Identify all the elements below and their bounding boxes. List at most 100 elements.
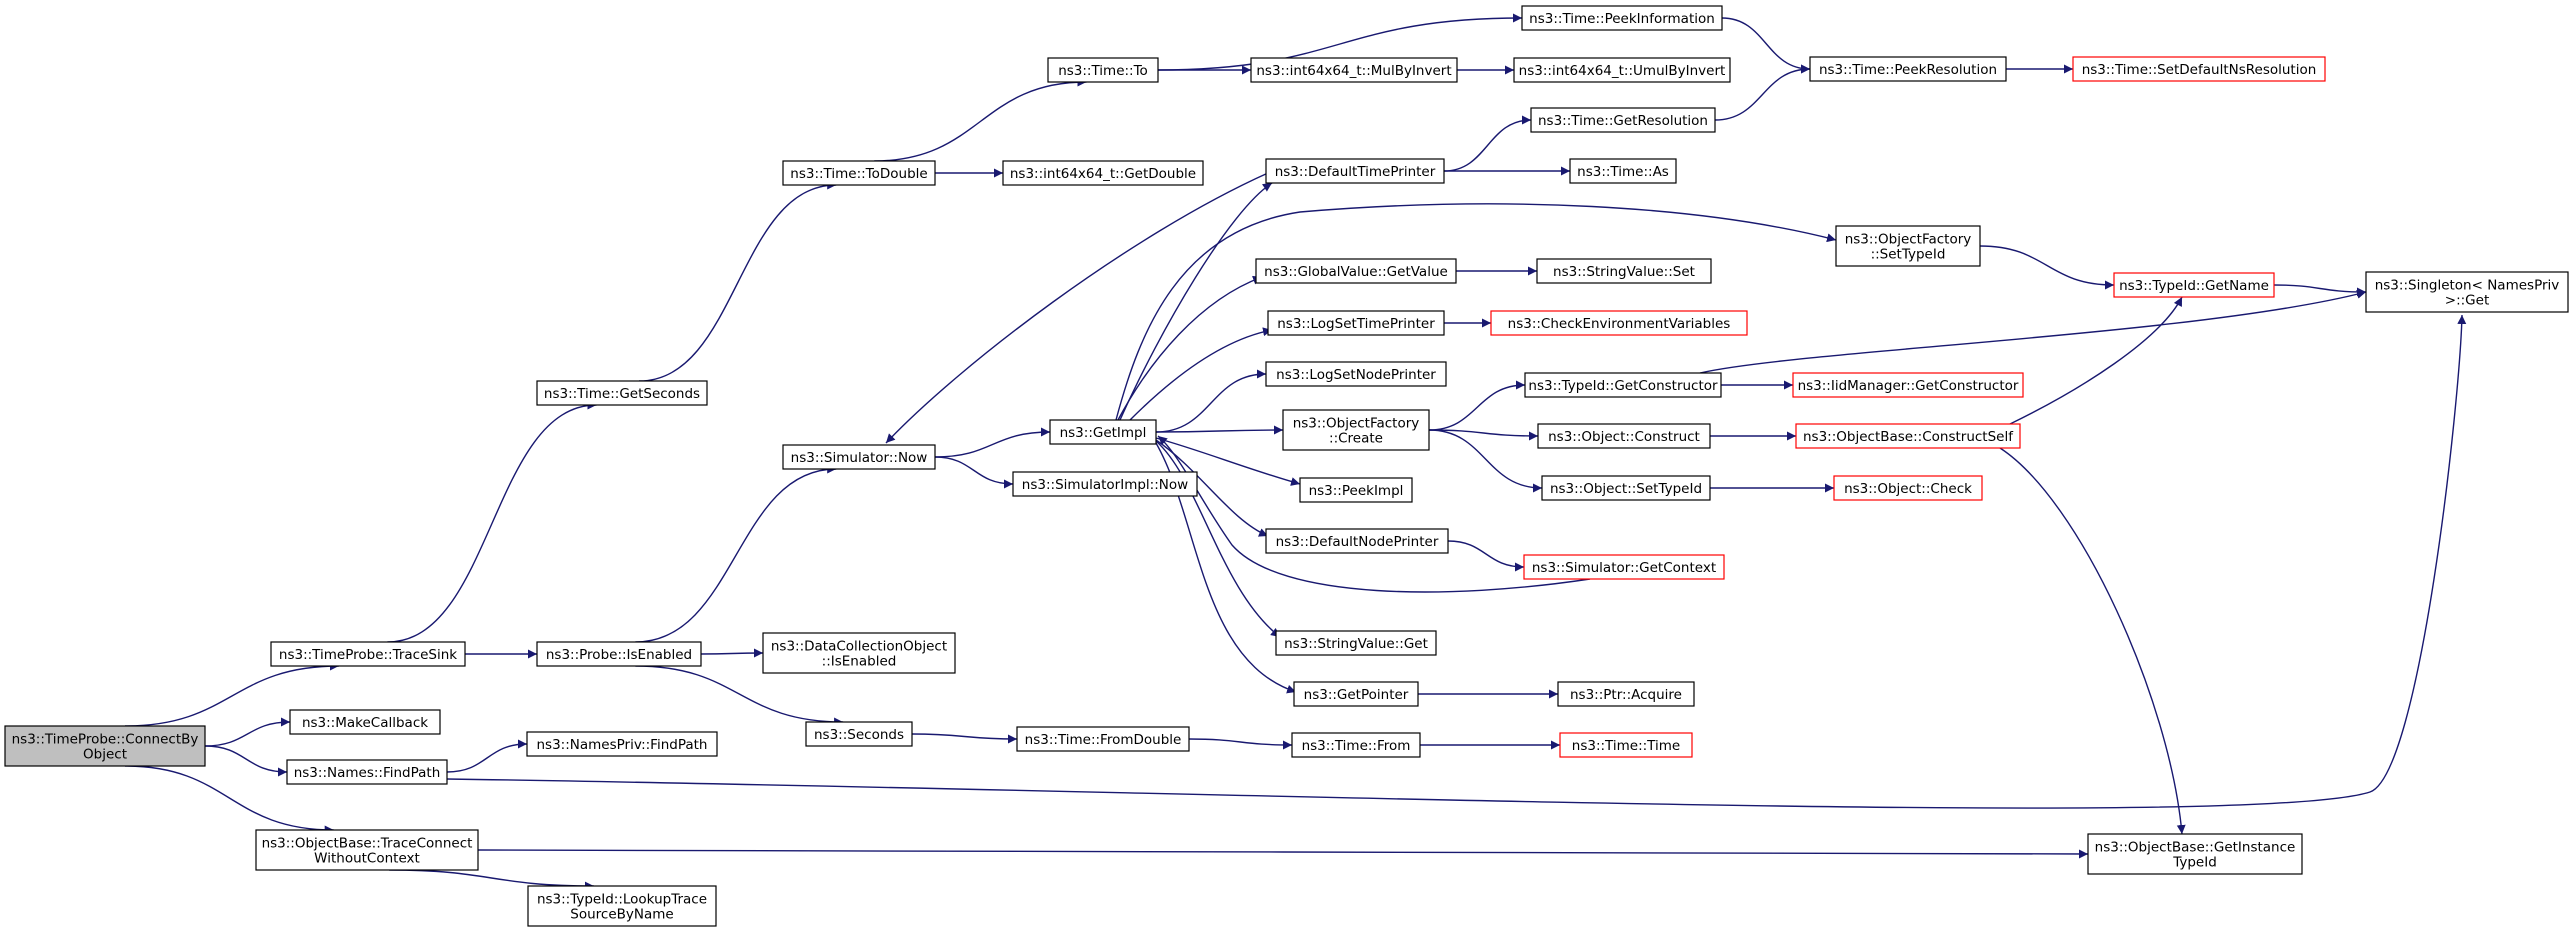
- node-label: ns3::GetImpl: [1060, 425, 1147, 441]
- node-makecallback[interactable]: ns3::MakeCallback: [289, 709, 441, 735]
- node-box: [1569, 158, 1677, 184]
- node-box: [1523, 554, 1725, 580]
- node-box: [527, 885, 717, 927]
- node-setdefaultnsres[interactable]: ns3::Time::SetDefaultNsResolution: [2072, 56, 2326, 82]
- node-ptr-acquire[interactable]: ns3::Ptr::Acquire: [1557, 681, 1695, 707]
- node-label: ns3::StringValue::Get: [1284, 636, 1428, 652]
- node-label: ns3::TypeId::LookupTrace: [537, 892, 707, 908]
- node-label: ns3::Time::FromDouble: [1025, 732, 1182, 748]
- node-getresolution[interactable]: ns3::Time::GetResolution: [1530, 107, 1716, 133]
- node-box: [1557, 681, 1695, 707]
- node-of-create[interactable]: ns3::ObjectFactory::Create: [1282, 409, 1430, 451]
- node-logsettimeprinter[interactable]: ns3::LogSetTimePrinter: [1267, 310, 1445, 336]
- node-box: [1250, 57, 1458, 83]
- edge-connectbyobject-to-makecallback: [204, 717, 291, 747]
- node-box: [1524, 372, 1722, 398]
- node-peekimpl[interactable]: ns3::PeekImpl: [1299, 477, 1413, 503]
- node-getconstructor[interactable]: ns3::TypeId::GetConstructor: [1524, 372, 1722, 398]
- node-checkenv[interactable]: ns3::CheckEnvironmentVariables: [1490, 310, 1748, 336]
- node-seconds[interactable]: ns3::Seconds: [805, 721, 913, 747]
- node-label: ns3::TimeProbe::TraceSink: [279, 647, 457, 663]
- node-typeid-getname[interactable]: ns3::TypeId::GetName: [2113, 272, 2275, 298]
- node-of-settypeid[interactable]: ns3::ObjectFactory::SetTypeId: [1835, 225, 1981, 267]
- node-sim-getcontext[interactable]: ns3::Simulator::GetContext: [1523, 554, 1725, 580]
- node-box: [1049, 419, 1157, 445]
- node-getimpl[interactable]: ns3::GetImpl: [1049, 419, 1157, 445]
- node-box: [1795, 423, 2021, 449]
- node-box: [1002, 160, 1204, 186]
- node-label: ns3::TimeProbe::ConnectBy: [12, 732, 199, 748]
- edge-getimpl-to-of-create: [1155, 425, 1284, 435]
- node-box: [762, 632, 956, 674]
- node-object-settypeid[interactable]: ns3::Object::SetTypeId: [1541, 475, 1711, 501]
- node-label: ns3::LogSetTimePrinter: [1277, 316, 1435, 332]
- node-label: ns3::Seconds: [814, 727, 904, 743]
- node-label: ns3::ObjectFactory: [1293, 416, 1420, 432]
- node-label: ns3::Probe::IsEnabled: [546, 647, 692, 663]
- edge-getimpl-to-stringvalue-get: [1155, 440, 1281, 638]
- node-names-findpath[interactable]: ns3::Names::FindPath: [286, 759, 448, 785]
- node-to[interactable]: ns3::Time::To: [1047, 57, 1159, 83]
- node-constructself[interactable]: ns3::ObjectBase::ConstructSelf: [1795, 423, 2021, 449]
- node-logsetnodeprinter[interactable]: ns3::LogSetNodePrinter: [1265, 361, 1447, 387]
- node-box: [2365, 271, 2569, 313]
- node-fromdouble[interactable]: ns3::Time::FromDouble: [1016, 726, 1190, 752]
- node-label: ns3::Time::PeekInformation: [1529, 11, 1715, 27]
- edge-getconstructor-to-singleton-get: [1699, 289, 2367, 374]
- node-box: [1267, 310, 1445, 336]
- node-singleton-get[interactable]: ns3::Singleton< NamesPriv >::Get: [2365, 271, 2569, 313]
- node-box: [805, 721, 913, 747]
- node-getpointer[interactable]: ns3::GetPointer: [1293, 681, 1419, 707]
- node-box: [2113, 272, 2275, 298]
- node-box: [1521, 5, 1723, 31]
- node-dco-isenabled[interactable]: ns3::DataCollectionObject::IsEnabled: [762, 632, 956, 674]
- node-getdouble[interactable]: ns3::int64x64_t::GetDouble: [1002, 160, 1204, 186]
- node-label: ns3::Singleton< NamesPriv: [2375, 278, 2560, 294]
- node-namespriv-findpath[interactable]: ns3::NamesPriv::FindPath: [526, 731, 718, 757]
- node-label: ns3::IidManager::GetConstructor: [1798, 378, 2019, 394]
- node-tracesink[interactable]: ns3::TimeProbe::TraceSink: [270, 641, 466, 667]
- edge-of-settypeid-to-typeid-getname: [1979, 245, 2115, 290]
- node-box: [1541, 475, 1711, 501]
- node-iid-getconstructor[interactable]: ns3::IidManager::GetConstructor: [1792, 372, 2024, 398]
- node-object-check[interactable]: ns3::Object::Check: [1833, 475, 1983, 501]
- edge-getimpl-to-of-settypeid: [1115, 203, 1837, 421]
- node-isenabled[interactable]: ns3::Probe::IsEnabled: [536, 641, 702, 667]
- edge-getimpl-to-logsettimeprinter: [1129, 327, 1273, 421]
- edge-isenabled-to-dco-isenabled: [700, 648, 764, 658]
- node-now[interactable]: ns3::Simulator::Now: [782, 444, 936, 470]
- node-label: ns3::MakeCallback: [302, 715, 428, 731]
- node-label: ns3::DataCollectionObject: [771, 639, 947, 655]
- node-from[interactable]: ns3::Time::From: [1291, 732, 1421, 758]
- node-box: [1530, 107, 1716, 133]
- node-getseconds[interactable]: ns3::Time::GetSeconds: [536, 380, 708, 406]
- edge-todouble-to-to: [874, 77, 1087, 162]
- node-todouble[interactable]: ns3::Time::ToDouble: [782, 160, 936, 186]
- node-box: [1536, 258, 1712, 284]
- edge-names-findpath-to-namespriv-findpath: [446, 739, 528, 773]
- node-tracecwc[interactable]: ns3::ObjectBase::TraceConnectWithoutCont…: [255, 829, 479, 871]
- node-object-construct[interactable]: ns3::Object::Construct: [1537, 423, 1711, 449]
- node-peekinformation[interactable]: ns3::Time::PeekInformation: [1521, 5, 1723, 31]
- node-stringvalue-set[interactable]: ns3::StringValue::Set: [1536, 258, 1712, 284]
- node-time-time[interactable]: ns3::Time::Time: [1559, 732, 1693, 758]
- node-peekresolution[interactable]: ns3::Time::PeekResolution: [1809, 56, 2007, 82]
- node-box: [526, 731, 718, 757]
- node-gv-getvalue[interactable]: ns3::GlobalValue::GetValue: [1255, 258, 1457, 284]
- edge-of-create-to-getconstructor: [1428, 380, 1526, 431]
- node-defaultnodeprinter[interactable]: ns3::DefaultNodePrinter: [1265, 528, 1449, 554]
- node-stringvalue-get[interactable]: ns3::StringValue::Get: [1275, 630, 1437, 656]
- node-box: [1293, 681, 1419, 707]
- node-time-as[interactable]: ns3::Time::As: [1569, 158, 1677, 184]
- node-mulbyinvert[interactable]: ns3::int64x64_t::MulByInvert: [1250, 57, 1458, 83]
- edge-now-to-getimpl: [934, 427, 1051, 458]
- node-label: ns3::Time::As: [1577, 164, 1669, 180]
- node-simimpl-now[interactable]: ns3::SimulatorImpl::Now: [1012, 471, 1198, 497]
- node-box: [1255, 258, 1457, 284]
- node-defaulttimeprinter[interactable]: ns3::DefaultTimePrinter: [1265, 158, 1445, 184]
- node-umulbyinvert[interactable]: ns3::int64x64_t::UmulByInvert: [1513, 57, 1731, 83]
- node-label: ns3::Time::GetResolution: [1538, 113, 1708, 129]
